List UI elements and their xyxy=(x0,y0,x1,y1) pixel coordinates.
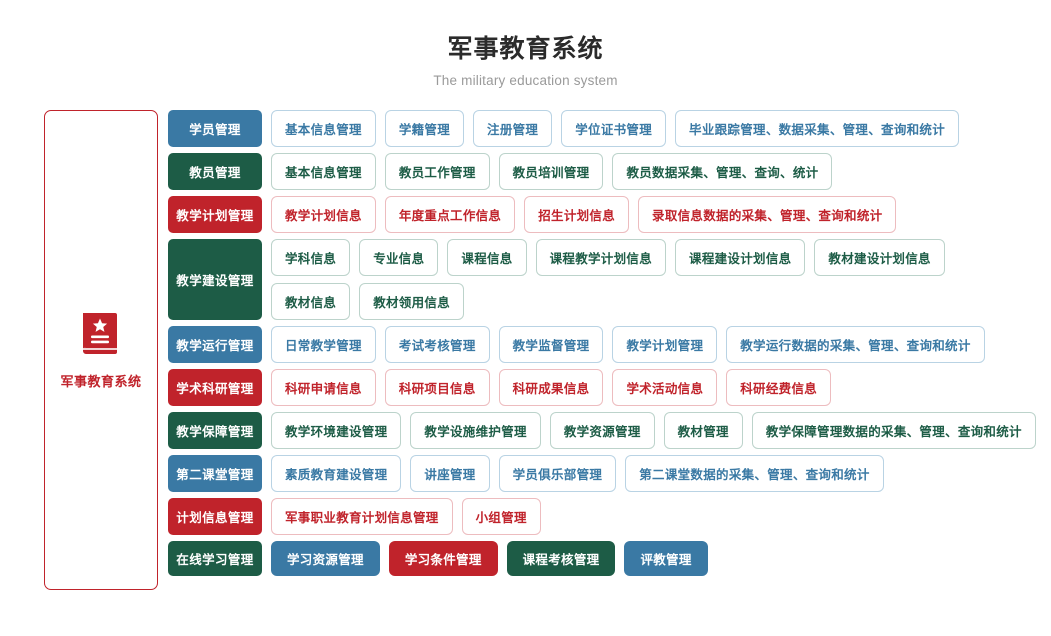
module-item-group: 教学环境建设管理教学设施维护管理教学资源管理教材管理教学保障管理数据的采集、管理… xyxy=(271,412,1036,450)
module-item-button[interactable]: 学术活动信息 xyxy=(612,369,718,407)
module-item-button[interactable]: 讲座管理 xyxy=(410,455,490,493)
category-button[interactable]: 教学保障管理 xyxy=(168,412,262,450)
module-item-button[interactable]: 学科信息 xyxy=(271,239,351,277)
content-area: 军事教育系统 学员管理基本信息管理学籍管理注册管理学位证书管理毕业跟踪管理、数据… xyxy=(0,110,1051,591)
module-item-button[interactable]: 素质教育建设管理 xyxy=(271,455,402,493)
module-item-line: 军事职业教育计划信息管理小组管理 xyxy=(271,498,1036,536)
module-row: 学术科研管理科研申请信息科研项目信息科研成果信息学术活动信息科研经费信息 xyxy=(168,369,1036,407)
module-item-group: 素质教育建设管理讲座管理学员俱乐部管理第二课堂数据的采集、管理、查询和统计 xyxy=(271,455,1036,493)
category-button[interactable]: 教学运行管理 xyxy=(168,326,262,364)
module-item-button[interactable]: 科研项目信息 xyxy=(384,369,490,407)
category-button[interactable]: 第二课堂管理 xyxy=(168,455,262,493)
module-item-button[interactable]: 学习资源管理 xyxy=(271,541,380,577)
module-row: 教学建设管理学科信息专业信息课程信息课程教学计划信息课程建设计划信息教材建设计划… xyxy=(168,239,1036,321)
module-row: 教学保障管理教学环境建设管理教学设施维护管理教学资源管理教材管理教学保障管理数据… xyxy=(168,412,1036,450)
module-row: 教学计划管理教学计划信息年度重点工作信息招生计划信息录取信息数据的采集、管理、查… xyxy=(168,196,1036,234)
module-row: 计划信息管理军事职业教育计划信息管理小组管理 xyxy=(168,498,1036,536)
module-item-button[interactable]: 基本信息管理 xyxy=(271,110,376,148)
module-item-button[interactable]: 招生计划信息 xyxy=(524,196,630,234)
module-item-button[interactable]: 学员俱乐部管理 xyxy=(498,455,617,493)
module-item-button[interactable]: 教学保障管理数据的采集、管理、查询和统计 xyxy=(751,412,1036,450)
module-item-button[interactable]: 教学计划管理 xyxy=(612,326,718,364)
module-item-button[interactable]: 课程信息 xyxy=(447,239,527,277)
module-item-button[interactable]: 教学监督管理 xyxy=(498,326,604,364)
module-item-button[interactable]: 教员培训管理 xyxy=(498,153,604,191)
module-item-button[interactable]: 教材建设计划信息 xyxy=(814,239,945,277)
module-item-line: 教学计划信息年度重点工作信息招生计划信息录取信息数据的采集、管理、查询和统计 xyxy=(271,196,1036,234)
module-item-group: 基本信息管理教员工作管理教员培训管理教员数据采集、管理、查询、统计 xyxy=(271,153,1036,191)
module-row: 教员管理基本信息管理教员工作管理教员培训管理教员数据采集、管理、查询、统计 xyxy=(168,153,1036,191)
module-item-button[interactable]: 科研成果信息 xyxy=(498,369,604,407)
module-item-button[interactable]: 教员数据采集、管理、查询、统计 xyxy=(612,153,833,191)
module-item-line: 教学环境建设管理教学设施维护管理教学资源管理教材管理教学保障管理数据的采集、管理… xyxy=(271,412,1036,450)
module-item-button[interactable]: 学籍管理 xyxy=(384,110,465,148)
module-item-button[interactable]: 学习条件管理 xyxy=(388,541,498,577)
module-item-line: 教材信息教材领用信息 xyxy=(271,283,1036,321)
module-item-button[interactable]: 教学设施维护管理 xyxy=(410,412,541,450)
brand-label: 军事教育系统 xyxy=(60,373,142,389)
module-item-line: 日常教学管理考试考核管理教学监督管理教学计划管理教学运行数据的采集、管理、查询和… xyxy=(271,326,1036,364)
module-item-group: 科研申请信息科研项目信息科研成果信息学术活动信息科研经费信息 xyxy=(271,369,1036,407)
module-item-line: 学科信息专业信息课程信息课程教学计划信息课程建设计划信息教材建设计划信息 xyxy=(271,239,1036,277)
module-item-button[interactable]: 课程考核管理 xyxy=(506,541,616,577)
module-item-group: 学习资源管理学习条件管理课程考核管理评教管理 xyxy=(271,541,1036,577)
category-button[interactable]: 学术科研管理 xyxy=(168,369,262,407)
module-row: 在线学习管理学习资源管理学习条件管理课程考核管理评教管理 xyxy=(168,541,1036,577)
module-item-button[interactable]: 小组管理 xyxy=(461,498,541,536)
module-item-button[interactable]: 年度重点工作信息 xyxy=(384,196,516,234)
module-item-group: 学科信息专业信息课程信息课程教学计划信息课程建设计划信息教材建设计划信息教材信息… xyxy=(271,239,1036,321)
module-item-group: 教学计划信息年度重点工作信息招生计划信息录取信息数据的采集、管理、查询和统计 xyxy=(271,196,1036,234)
module-item-button[interactable]: 评教管理 xyxy=(624,541,708,577)
category-button[interactable]: 教学建设管理 xyxy=(168,239,262,321)
module-item-line: 科研申请信息科研项目信息科研成果信息学术活动信息科研经费信息 xyxy=(271,369,1036,407)
module-item-button[interactable]: 毕业跟踪管理、数据采集、管理、查询和统计 xyxy=(675,110,960,148)
book-star-icon xyxy=(79,311,123,362)
module-matrix: 学员管理基本信息管理学籍管理注册管理学位证书管理毕业跟踪管理、数据采集、管理、查… xyxy=(168,110,1036,577)
module-item-button[interactable]: 军事职业教育计划信息管理 xyxy=(271,498,453,536)
page-title: 军事教育系统 xyxy=(447,35,604,63)
module-item-button[interactable]: 专业信息 xyxy=(359,239,439,277)
category-button[interactable]: 计划信息管理 xyxy=(168,498,262,536)
module-item-button[interactable]: 教材管理 xyxy=(663,412,743,450)
category-button[interactable]: 学员管理 xyxy=(168,110,262,148)
module-item-button[interactable]: 教材领用信息 xyxy=(359,283,465,321)
module-item-line: 基本信息管理教员工作管理教员培训管理教员数据采集、管理、查询、统计 xyxy=(271,153,1036,191)
module-item-group: 军事职业教育计划信息管理小组管理 xyxy=(271,498,1036,536)
module-item-button[interactable]: 第二课堂数据的采集、管理、查询和统计 xyxy=(625,455,884,493)
module-item-button[interactable]: 考试考核管理 xyxy=(384,326,490,364)
module-item-button[interactable]: 教学运行数据的采集、管理、查询和统计 xyxy=(726,326,985,364)
category-button[interactable]: 教学计划管理 xyxy=(168,196,262,234)
module-item-group: 基本信息管理学籍管理注册管理学位证书管理毕业跟踪管理、数据采集、管理、查询和统计 xyxy=(271,110,1036,148)
module-item-button[interactable]: 教学资源管理 xyxy=(549,412,655,450)
module-item-button[interactable]: 日常教学管理 xyxy=(271,326,376,364)
module-item-line: 素质教育建设管理讲座管理学员俱乐部管理第二课堂数据的采集、管理、查询和统计 xyxy=(271,455,1036,493)
brand-card[interactable]: 军事教育系统 xyxy=(44,110,158,591)
module-item-button[interactable]: 课程教学计划信息 xyxy=(535,239,667,277)
module-item-button[interactable]: 教学环境建设管理 xyxy=(271,412,402,450)
module-item-group: 日常教学管理考试考核管理教学监督管理教学计划管理教学运行数据的采集、管理、查询和… xyxy=(271,326,1036,364)
category-button[interactable]: 在线学习管理 xyxy=(168,541,262,577)
page-header: 军事教育系统 The military education system xyxy=(0,0,1051,88)
module-item-button[interactable]: 科研经费信息 xyxy=(726,369,832,407)
module-item-line: 学习资源管理学习条件管理课程考核管理评教管理 xyxy=(271,541,1036,577)
module-row: 教学运行管理日常教学管理考试考核管理教学监督管理教学计划管理教学运行数据的采集、… xyxy=(168,326,1036,364)
module-row: 第二课堂管理素质教育建设管理讲座管理学员俱乐部管理第二课堂数据的采集、管理、查询… xyxy=(168,455,1036,493)
module-item-button[interactable]: 基本信息管理 xyxy=(271,153,376,191)
module-item-button[interactable]: 录取信息数据的采集、管理、查询和统计 xyxy=(638,196,897,234)
module-item-button[interactable]: 教员工作管理 xyxy=(384,153,490,191)
module-item-button[interactable]: 学位证书管理 xyxy=(561,110,667,148)
module-item-button[interactable]: 教材信息 xyxy=(271,283,351,321)
module-item-line: 基本信息管理学籍管理注册管理学位证书管理毕业跟踪管理、数据采集、管理、查询和统计 xyxy=(271,110,1036,148)
page-subtitle: The military education system xyxy=(433,73,618,89)
category-button[interactable]: 教员管理 xyxy=(168,153,262,191)
module-item-button[interactable]: 课程建设计划信息 xyxy=(675,239,806,277)
module-row: 学员管理基本信息管理学籍管理注册管理学位证书管理毕业跟踪管理、数据采集、管理、查… xyxy=(168,110,1036,148)
module-item-button[interactable]: 注册管理 xyxy=(473,110,553,148)
module-item-button[interactable]: 教学计划信息 xyxy=(271,196,376,234)
module-item-button[interactable]: 科研申请信息 xyxy=(271,369,376,407)
